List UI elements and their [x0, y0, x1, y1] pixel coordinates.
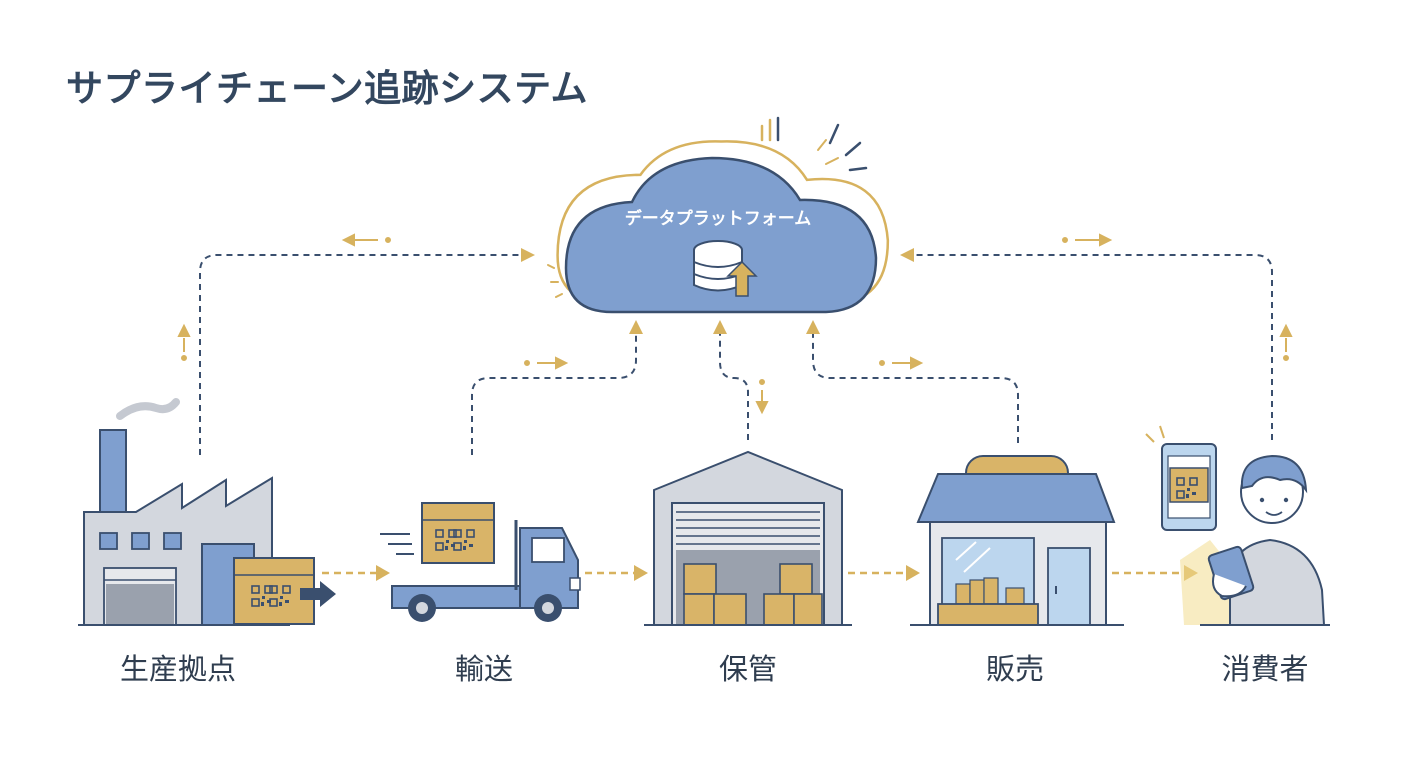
platform-label: データプラットフォーム: [625, 208, 812, 229]
stage-label-sales: 販売: [985, 652, 1044, 686]
sync-line-production: [199, 254, 520, 455]
stage-label-consumer: 消費者: [1221, 652, 1309, 686]
database-upload-icon: [693, 240, 758, 297]
direction-hints: [177, 233, 1293, 415]
sync-line-transport: [471, 330, 637, 455]
warehouse-icon: [644, 450, 852, 626]
sync-line-sales: [812, 330, 1019, 443]
stage-label-production: 生産拠点: [119, 652, 236, 686]
factory-icon: [78, 398, 336, 626]
store-icon: [910, 455, 1124, 626]
sync-line-consumer: [910, 254, 1273, 440]
page-title: サプライチェーン追跡システム: [66, 67, 589, 110]
data-platform-cloud: データプラットフォーム: [547, 116, 890, 314]
sync-lines: [199, 254, 1273, 455]
person-smartphone-icon: [1145, 425, 1330, 626]
signal-rays: [547, 116, 868, 298]
sync-arrowheads: [521, 248, 914, 334]
truck-icon: [380, 502, 581, 622]
stage-label-transport: 輸送: [454, 652, 513, 686]
sync-line-storage: [719, 330, 749, 440]
stage-label-storage: 保管: [718, 652, 777, 686]
